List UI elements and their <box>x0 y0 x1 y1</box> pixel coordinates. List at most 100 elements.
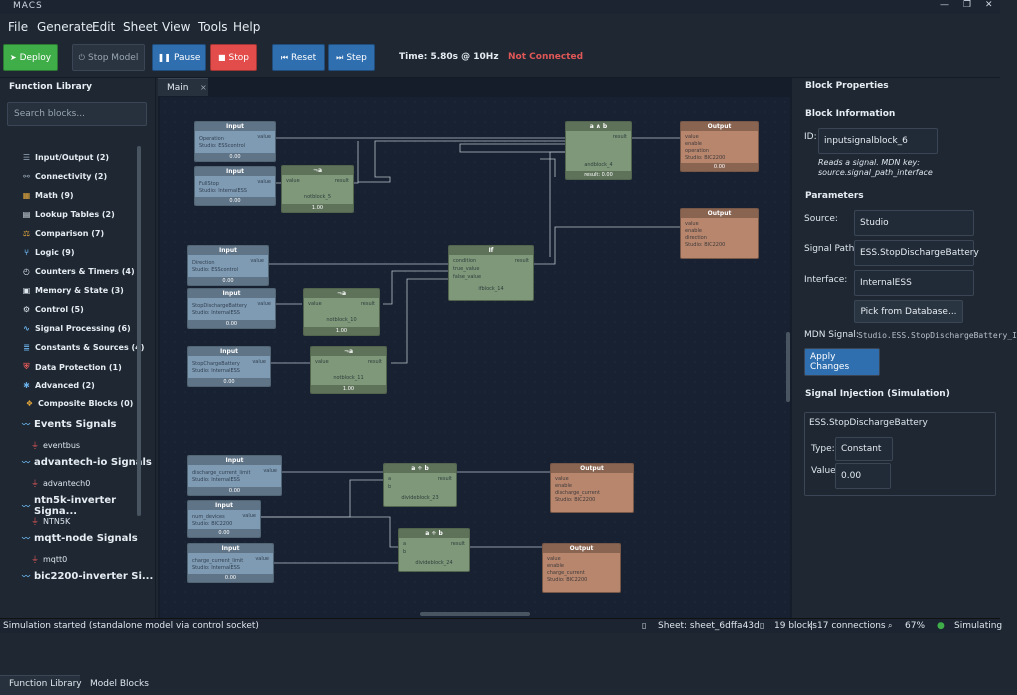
input-block-fullstop[interactable]: Input FullStop Studio: InternalESS value… <box>194 166 276 206</box>
step-button[interactable]: ⏭Step <box>328 44 375 71</box>
menu-generate[interactable]: Generate <box>37 20 94 34</box>
canvas-h-scrollbar[interactable] <box>420 612 530 616</box>
signal-group-events[interactable]: 〰Events Signals <box>22 419 117 430</box>
signal-item-eventbus[interactable]: ⏚eventbus <box>31 440 80 451</box>
category-label: Connectivity (2) <box>35 172 108 181</box>
input-block-discharge-limit[interactable]: Input discharge_current_limit Studio: In… <box>187 455 282 496</box>
category-label: Input/Output (2) <box>35 153 110 162</box>
signal-item-ntn5k[interactable]: ⏚NTN5K <box>31 516 70 527</box>
toolbar: ➤Deploy ⏻Stop Model ❚❚Pause ■Stop ⏮Reset… <box>0 38 1000 78</box>
type-select[interactable]: Constant <box>835 437 893 461</box>
signal-path-field[interactable]: ESS.StopDischargeBattery <box>854 240 979 266</box>
divide-block-24[interactable]: a ÷ b a b result divideblock_24 <box>398 528 470 572</box>
input-block-stopdischarge[interactable]: Input StopDischargeBattery Studio: Inter… <box>187 288 276 329</box>
menu-help[interactable]: Help <box>233 20 261 34</box>
block-title: Output <box>543 544 620 553</box>
category-data-protection[interactable]: ⛨Data Protection (1) <box>22 362 122 372</box>
stop-model-label: Stop Model <box>87 52 139 63</box>
not-block-10[interactable]: ¬a value result notblock_10 1.00 <box>303 288 380 336</box>
divide-block-23[interactable]: a ÷ b a b result divideblock_23 <box>383 463 457 507</box>
input-block-num-devices[interactable]: Input num_devices Studio: BIC2200 value … <box>187 500 261 538</box>
category-lookup-tables[interactable]: ▤Lookup Tables (2) <box>22 210 115 219</box>
category-memory-state[interactable]: ▣Memory & State (3) <box>22 286 124 295</box>
tab-main[interactable]: Main × <box>158 78 208 96</box>
category-control[interactable]: ⚙Control (5) <box>22 305 84 314</box>
menu-file[interactable]: File <box>8 20 29 34</box>
close-tab-icon[interactable]: × <box>200 83 207 92</box>
menu-tools[interactable]: Tools <box>198 20 228 34</box>
input-block-stopcharge[interactable]: Input StopChargeBattery Studio: Internal… <box>187 346 271 387</box>
menu-edit[interactable]: Edit <box>92 20 116 34</box>
category-comparison[interactable]: ⚖Comparison (7) <box>22 229 104 238</box>
search-input[interactable]: Search blocks... <box>7 102 147 126</box>
output-block-operation[interactable]: Output value enable operation Studio: BI… <box>680 121 759 172</box>
category-constants-sources[interactable]: ≣Constants & Sources (4) <box>22 343 144 352</box>
signal-group-advantech[interactable]: 〰advantech-io Signals <box>22 457 152 468</box>
output-block-direction[interactable]: Output value enable direction Studio: BI… <box>680 208 759 259</box>
menu-sheet[interactable]: Sheet <box>123 20 158 34</box>
input-block-charge-limit[interactable]: Input charge_current_limit Studio: Inter… <box>187 543 274 583</box>
category-logic[interactable]: ⑂Logic (9) <box>22 248 74 257</box>
maximize-icon[interactable]: ❐ <box>963 0 972 10</box>
pick-from-database-button[interactable]: Pick from Database... <box>854 300 963 323</box>
library-title: Function Library <box>9 82 93 92</box>
block-value: 0.00 <box>195 153 275 161</box>
category-input-output[interactable]: ☰Input/Output (2) <box>22 153 109 162</box>
category-composite-blocks[interactable]: ❖Composite Blocks (0) <box>25 399 133 408</box>
block-signal: operation <box>685 148 710 154</box>
block-port: value <box>257 301 271 307</box>
input-block-direction[interactable]: Input Direction Studio: ESScontrol value… <box>187 245 269 286</box>
block-diagram-canvas[interactable]: Input Operation Studio: ESScontrol value… <box>160 97 790 618</box>
signal-group-ntn5k[interactable]: 〰ntn5k-inverter Signa... <box>22 495 155 517</box>
canvas-v-scrollbar[interactable] <box>786 332 790 402</box>
block-port: value <box>257 179 271 185</box>
category-math[interactable]: ▦Math (9) <box>22 191 74 200</box>
block-port: result <box>437 476 452 482</box>
pause-button[interactable]: ❚❚Pause <box>152 44 206 71</box>
stop-button[interactable]: ■Stop <box>210 44 257 71</box>
stop-model-button[interactable]: ⏻Stop Model <box>72 44 145 71</box>
output-block-charge-current[interactable]: Output value enable charge_current Studi… <box>542 543 621 593</box>
block-title: a ∧ b <box>566 122 631 131</box>
pause-icon: ❚❚ <box>157 53 171 62</box>
not-block-5[interactable]: ¬a value result notblock_5 1.00 <box>281 165 354 213</box>
block-port: result <box>514 258 529 264</box>
stop-icon: ■ <box>217 53 226 62</box>
block-value: 1.00 <box>304 327 379 335</box>
reset-button[interactable]: ⏮Reset <box>272 44 325 71</box>
value-input[interactable]: 0.00 <box>835 463 891 489</box>
source-field[interactable]: Studio <box>854 210 974 236</box>
category-label: Constants & Sources (4) <box>35 343 145 352</box>
tab-function-library[interactable]: Function Library <box>9 679 82 689</box>
category-label: Comparison (7) <box>35 229 105 238</box>
signal-item-advantech0[interactable]: ⏚advantech0 <box>31 478 90 489</box>
output-block-discharge-current[interactable]: Output value enable discharge_current St… <box>550 463 634 513</box>
apply-changes-button[interactable]: Apply Changes <box>804 348 880 376</box>
tab-model-blocks[interactable]: Model Blocks <box>90 679 149 689</box>
block-port: b <box>403 549 407 555</box>
signal-group-bic2200[interactable]: 〰bic2200-inverter Si... <box>22 571 153 582</box>
category-counters-timers[interactable]: ◴Counters & Timers (4) <box>22 267 135 276</box>
category-advanced[interactable]: ✱Advanced (2) <box>22 381 95 390</box>
memory-icon: ▣ <box>22 286 31 295</box>
and-block-4[interactable]: a ∧ b result andblock_4 result: 0.00 <box>565 121 632 180</box>
block-value: 1.00 <box>282 204 353 212</box>
signal-item-mqtt0[interactable]: ⏚mqtt0 <box>31 554 67 565</box>
block-description: Reads a signal. MDN key: source.signal_p… <box>818 158 933 177</box>
deploy-button[interactable]: ➤Deploy <box>3 44 58 71</box>
signal-group-mqtt[interactable]: 〰mqtt-node Signals <box>22 533 138 544</box>
id-field[interactable]: inputsignalblock_6 <box>818 128 938 154</box>
menu-view[interactable]: View <box>162 20 191 34</box>
interface-field[interactable]: InternalESS <box>854 270 974 296</box>
library-scrollbar[interactable] <box>137 146 141 516</box>
category-connectivity[interactable]: ⚯Connectivity (2) <box>22 172 107 181</box>
input-block-operation[interactable]: Input Operation Studio: ESScontrol value… <box>194 121 276 162</box>
block-title: Input <box>188 347 270 356</box>
block-source: Studio: BIC2200 <box>685 242 726 248</box>
category-signal-processing[interactable]: ∿Signal Processing (6) <box>22 324 131 333</box>
block-port: value <box>255 556 269 562</box>
if-block-14[interactable]: If condition true_value false_value resu… <box>448 245 534 301</box>
minimize-icon[interactable]: — <box>940 0 949 10</box>
not-block-11[interactable]: ¬a value result notblock_11 1.00 <box>310 346 387 394</box>
close-icon[interactable]: ✕ <box>985 0 993 10</box>
